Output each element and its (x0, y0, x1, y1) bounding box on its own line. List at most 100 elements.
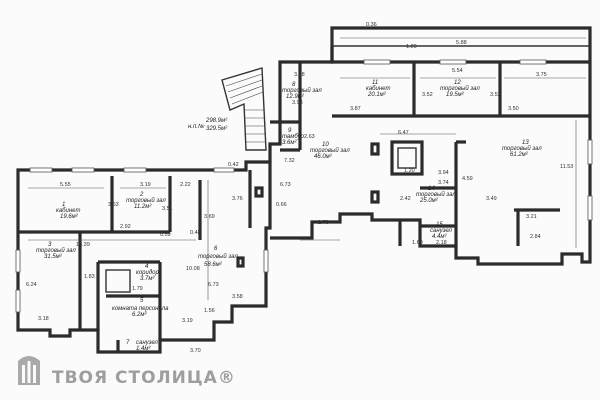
room-label-12-area: 19.5м² (446, 92, 465, 98)
dim-text: 10.08 (186, 266, 200, 272)
dim-text: 0.66 (276, 202, 287, 208)
dim-text: 11.53 (560, 164, 573, 170)
note-prefix: н.п.№ (188, 123, 205, 130)
room-labels: 1 кабинет 19.6м² 2 торговый зал 11.2м² 3… (36, 80, 542, 352)
dim-text: 3.21 (526, 214, 537, 220)
dim-text: 3.70 (190, 348, 201, 354)
area-notes: н.п.№ 298.9м² 329.5м² (188, 118, 228, 132)
staircase (221, 67, 267, 151)
brand-name: ТВОЯ СТОЛИЦА® (52, 368, 236, 388)
room-label-15-num: 15 (436, 222, 443, 228)
room-label-11-num: 11 (372, 80, 378, 86)
dim-text: 3.51 (162, 206, 173, 212)
room-label-11-area: 20.1м² (367, 92, 387, 98)
room-label-4-name: коридор (136, 270, 159, 276)
dim-text: 1.83 (84, 274, 95, 280)
dim-text: 3.50 (508, 106, 519, 112)
dim-text: 3.53 (108, 202, 119, 208)
room-label-14-num: 14 (428, 186, 435, 192)
room-label-14-name: торговый зал (416, 191, 456, 198)
room-label-12-num: 12 (454, 80, 461, 86)
room-label-2-num: 2 (139, 192, 144, 198)
dim-text: 4.59 (462, 176, 473, 182)
dim-text: 3.93 (292, 100, 303, 106)
dim-text: 0.59 (160, 232, 171, 238)
dim-text: 3.69 (204, 214, 215, 220)
room-label-1-name: кабинет (56, 208, 80, 214)
note-area: 329.5м² (206, 126, 228, 132)
room-label-6-num: 6 (214, 246, 218, 252)
windows (15, 59, 593, 313)
dim-text: 2.42 (400, 196, 411, 202)
dim-text: 16.39 (76, 242, 90, 248)
outer-walls (16, 26, 592, 354)
dim-text: 2.63 (304, 134, 315, 140)
room-label-3-name: торговый зал (36, 247, 76, 254)
dim-text: 6.73 (280, 182, 291, 188)
room-label-6-area: 58.6м² (204, 262, 223, 268)
dim-text: 0.48 (190, 230, 201, 236)
dim-text: 3.19 (182, 318, 193, 324)
room-label-4-area: 3.7м² (140, 276, 155, 282)
room-label-9-area: 3.6м² (282, 140, 297, 146)
room-label-8-area: 12.9м² (286, 94, 305, 100)
room-label-2-area: 11.2м² (134, 204, 152, 210)
dim-text: 1.56 (204, 308, 215, 314)
room-label-3-area: 31.5м² (44, 254, 63, 260)
dimension-lines (28, 37, 586, 300)
dim-text: 7.32 (284, 158, 295, 164)
brand-watermark: ТВОЯ СТОЛИЦА® (14, 346, 236, 388)
room-label-7-name: санузел (136, 340, 158, 346)
room-label-10-name: торговый зал (310, 147, 350, 154)
dim-text: 3.58 (232, 294, 243, 300)
room-label-11-name: кабинет (366, 86, 390, 92)
room-label-9-name: тамбур (282, 134, 305, 140)
room-label-14-area: 25.0м² (419, 198, 439, 204)
room-label-10-num: 10 (322, 142, 329, 148)
interior-walls (18, 62, 590, 352)
room-label-5-num: 5 (140, 298, 144, 304)
dimension-numbers: 5.55 3.19 2.22 3.53 3.51 2.92 16.39 6.24… (26, 22, 573, 354)
dim-text: 2.84 (530, 234, 541, 240)
dim-text: 3.74 (438, 180, 449, 186)
note-extra: 298.9м² (205, 118, 228, 124)
dim-text: 0.42 (228, 162, 239, 168)
room-label-8-name: торговый зал (282, 87, 322, 94)
dim-text: 6.47 (398, 130, 409, 136)
dim-text: 2.22 (180, 182, 191, 188)
room-label-15-area: 4.4м² (432, 234, 447, 240)
room-label-13-num: 13 (522, 140, 529, 146)
room-label-7-num: 7 (126, 340, 130, 346)
dim-text: 3.52 (422, 92, 433, 98)
room-label-3-num: 3 (48, 242, 52, 248)
dim-text: 3.94 (438, 170, 449, 176)
dim-text: 3.76 (232, 196, 243, 202)
room-label-1-num: 1 (62, 202, 65, 208)
building-logo-icon (18, 356, 40, 385)
dim-text: 1.60 (412, 240, 423, 246)
dim-text: 0.36 (366, 22, 377, 28)
dim-text: 1.20 (406, 44, 417, 50)
dim-text: 3.68 (294, 72, 305, 78)
room-label-10-area: 46.0м² (314, 154, 333, 160)
dim-text: 2.78 (318, 220, 329, 226)
dim-text: 5.54 (452, 68, 463, 74)
dim-text: 6.24 (26, 282, 37, 288)
dim-text: 5.88 (456, 40, 467, 46)
room-label-1-area: 19.6м² (60, 214, 79, 220)
room-label-6-name: торговый зал (198, 253, 238, 260)
dim-text: 3.52 (490, 92, 501, 98)
dim-text: 6.73 (208, 282, 219, 288)
room-label-12-name: торговый зал (440, 85, 480, 92)
room-label-2-name: торговый зал (126, 197, 166, 204)
dim-text: 3.19 (140, 182, 151, 188)
room-label-13-area: 61.2м² (510, 152, 529, 158)
dim-text: 2.92 (120, 224, 131, 230)
dim-text: 5.55 (60, 182, 71, 188)
room-label-9-num: 9 (288, 128, 292, 134)
dim-text: 3.49 (486, 196, 497, 202)
dim-text: 2.18 (436, 240, 447, 246)
dim-text: 3.18 (38, 316, 49, 322)
